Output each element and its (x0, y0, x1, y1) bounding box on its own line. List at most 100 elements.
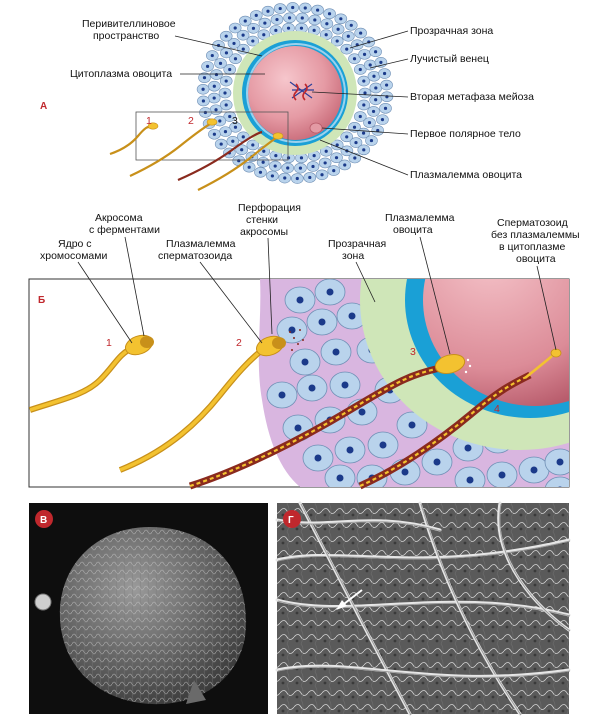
leader-nucleus (77, 261, 133, 344)
panel-label-g: Г (288, 515, 294, 526)
label-sperm-cyto-2: без плазмалеммы (491, 229, 580, 241)
panel-g-badge (283, 510, 301, 528)
leader-sperm-membrane (199, 261, 263, 344)
corona-cell-large (544, 448, 569, 476)
corona-cell (266, 170, 279, 182)
leader-metaphase (311, 91, 409, 98)
label-perivitelline-2: пространство (93, 30, 159, 42)
panel-a-sperm-3 (177, 130, 284, 191)
panel-label-b: Б (38, 295, 45, 306)
panel-b: Б 1 2 3 4 Акросома с ферментами Ядро с х… (28, 202, 580, 490)
leader-perforation (267, 237, 273, 335)
corona-cell (363, 117, 376, 128)
corona-cell-large (266, 381, 298, 409)
corona-cell (319, 29, 333, 41)
corona-cell (249, 10, 263, 21)
corona-cell (369, 46, 382, 58)
corona-cell (340, 43, 354, 55)
corona-cell (235, 144, 248, 156)
label-metaphase: Вторая метафаза мейоза (410, 91, 534, 103)
corona-cell (340, 131, 354, 143)
first-polar-body (309, 122, 323, 134)
corona-cell (218, 87, 232, 99)
corona-cell-large (284, 286, 316, 314)
sem-g-texture (277, 503, 569, 714)
metaphase-spindle (289, 81, 314, 101)
stage-number-3: 3 (410, 346, 416, 358)
corona-cell (219, 75, 233, 87)
leader-corona (369, 58, 409, 69)
corona-cell (247, 23, 260, 34)
corona-cell (357, 75, 371, 87)
corona-cell (311, 4, 324, 16)
corona-cell (298, 2, 312, 14)
corona-cell-large (396, 411, 428, 439)
sem-fibre (275, 538, 571, 562)
corona-cell-large (320, 338, 352, 366)
sem-fibre (275, 598, 571, 617)
corona-cell (294, 162, 307, 174)
stage-number-4: 4 (494, 403, 500, 415)
sperm-number-3: 3 (232, 115, 238, 127)
corona-cell (379, 103, 392, 114)
corona-cell (261, 5, 275, 17)
corona-cell (358, 49, 371, 60)
corona-cell (236, 43, 250, 55)
corona-cell (348, 53, 361, 65)
corona-cell (219, 99, 233, 111)
perivitelline-space (246, 43, 346, 143)
label-sperm-membrane-1: Плазмалемма (166, 238, 236, 250)
corona-cell (246, 35, 260, 47)
corona-cell-large (367, 431, 399, 459)
corona-cell (213, 115, 227, 127)
sperm-number-2: 2 (188, 115, 194, 127)
corona-cell (306, 161, 320, 172)
sperm-4-fusion (358, 348, 562, 490)
corona-cell (226, 135, 240, 147)
corona-cell (207, 92, 221, 104)
label-nucleus-2: хромосомами (40, 250, 107, 262)
label-zona-detail-1: Прозрачная (328, 238, 386, 250)
sem-oocyte-surface (59, 527, 247, 705)
corona-cell-large (518, 456, 550, 484)
corona-cell (198, 72, 211, 83)
corona-cell (318, 157, 332, 169)
corona-cell (365, 135, 378, 146)
corona-cell-large (544, 476, 569, 487)
label-nucleus-1: Ядро с (58, 238, 92, 250)
label-perivitelline-1: Перивителлиновое (82, 18, 176, 30)
corona-cell (303, 172, 317, 183)
corona-cell (256, 156, 270, 168)
corona-cell (242, 161, 256, 173)
corona-cell (236, 29, 250, 41)
sem-sperm-stub (186, 680, 206, 704)
leader-oocyte-membrane (419, 236, 451, 355)
label-perforation-2: стенки (246, 214, 278, 226)
corona-cell (283, 12, 296, 24)
corona-cell (358, 87, 372, 99)
sperm-3-zona-penetration (188, 353, 472, 490)
corona-cell (223, 111, 237, 122)
corona-cell (227, 38, 241, 49)
corona-cell (208, 80, 221, 92)
corona-cell-large (486, 461, 518, 487)
corona-cell-large (329, 371, 361, 399)
corona-cell (330, 152, 343, 163)
corona-cell (295, 152, 308, 164)
label-sperm-cyto-4: овоцита (516, 253, 556, 265)
corona-cell (308, 14, 322, 26)
corona-cell (273, 3, 287, 14)
corona-cell (376, 114, 389, 125)
corona-cell (349, 137, 363, 148)
corona-cell-large (334, 436, 366, 464)
corona-cell (320, 18, 334, 30)
corona-cell (223, 64, 237, 75)
corona-cell-large (289, 348, 321, 376)
corona-cell (196, 83, 210, 95)
label-corona: Лучистый венец (410, 53, 489, 65)
label-perforation-1: Перфорация (238, 202, 301, 214)
corona-cell (229, 53, 242, 65)
corona-cell (344, 20, 358, 31)
corona-cell (369, 82, 383, 94)
leader-zona-detail (355, 261, 376, 303)
